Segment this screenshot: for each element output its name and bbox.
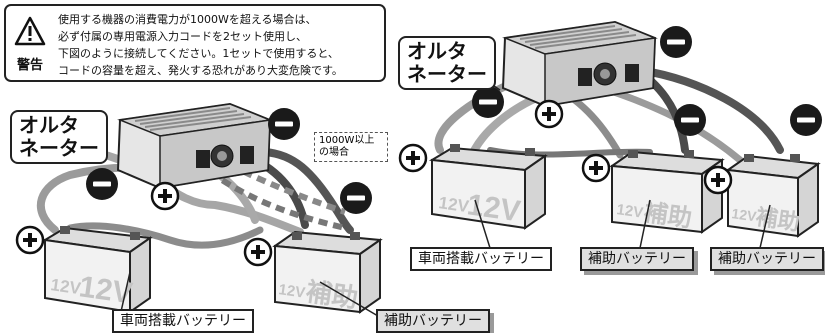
warning-label: 警告: [16, 58, 43, 73]
aux-battery-label: 補助バッテリー: [710, 247, 824, 271]
minus-terminal-icon: [660, 26, 692, 58]
note-line: 1000W以上: [319, 135, 375, 146]
battery-face-big: 12V: [465, 188, 522, 228]
minus-terminal-icon: [790, 104, 822, 136]
battery-face-big: 補助: [303, 277, 360, 314]
battery-face-big: 補助: [753, 204, 801, 236]
minus-terminal-icon: [268, 108, 300, 140]
battery-face-big: 12V: [77, 270, 134, 310]
warning-line: 下図のように接続してください。1セットで使用すると、: [58, 47, 339, 60]
battery-face-small: 12V: [731, 205, 759, 224]
warning-line: 使用する機器の消費電力が1000Wを超える場合は、: [58, 13, 317, 26]
minus-terminal-icon: [340, 182, 372, 214]
main-battery-left: [42, 226, 153, 314]
aux-battery-left: [272, 230, 383, 314]
battery-face-small: 12V: [615, 201, 644, 222]
main-battery-label: 車両搭載バッテリー: [112, 309, 254, 333]
warning-triangle-icon: [14, 16, 46, 46]
aux-battery-right-1: [609, 150, 725, 234]
note-line: の場合: [319, 147, 349, 158]
aux-battery-label: 補助バッテリー: [376, 309, 490, 333]
battery-face-small: 12V: [49, 275, 82, 298]
minus-terminal-icon: [86, 168, 118, 200]
high-power-note: 1000W以上 の場合: [314, 132, 388, 162]
plus-terminal-icon: [703, 165, 733, 195]
minus-terminal-icon: [674, 104, 706, 136]
main-battery-label: 車両搭載バッテリー: [410, 247, 552, 271]
battery-face-small: 12V: [277, 281, 306, 302]
aux-battery-right-2: [725, 154, 821, 238]
plus-terminal-icon: [398, 143, 428, 173]
minus-terminal-icon: [472, 86, 504, 118]
alternator-line: ネーター: [407, 62, 487, 86]
inverter-left: [116, 102, 273, 190]
battery-face-small: 12V: [437, 193, 470, 216]
inverter-right: [501, 20, 658, 108]
warning-line: コードの容量を超え、発火する恐れがあり大変危険です。: [58, 64, 343, 77]
alternator-callout: オルタ ネーター: [10, 110, 108, 164]
plus-terminal-icon: [150, 181, 180, 211]
main-battery-right: [428, 144, 548, 230]
plus-terminal-icon: [581, 153, 611, 183]
alternator-callout: オルタ ネーター: [398, 36, 496, 90]
alternator-line: オルタ: [407, 39, 467, 63]
warning-line: 必ず付属の専用電源入力コードを2セット使用し、: [58, 30, 307, 43]
plus-terminal-icon: [15, 225, 45, 255]
warning-text: 使用する機器の消費電力が1000Wを超える場合は、 必ず付属の専用電源入力コード…: [58, 11, 384, 79]
alternator-line: ネーター: [19, 136, 99, 160]
alternator-line: オルタ: [19, 113, 79, 137]
plus-terminal-icon: [534, 99, 564, 129]
aux-battery-label: 補助バッテリー: [580, 247, 694, 271]
plus-terminal-icon: [243, 237, 273, 267]
warning-notice: 警告 使用する機器の消費電力が1000Wを超える場合は、 必ず付属の専用電源入力…: [4, 4, 386, 82]
